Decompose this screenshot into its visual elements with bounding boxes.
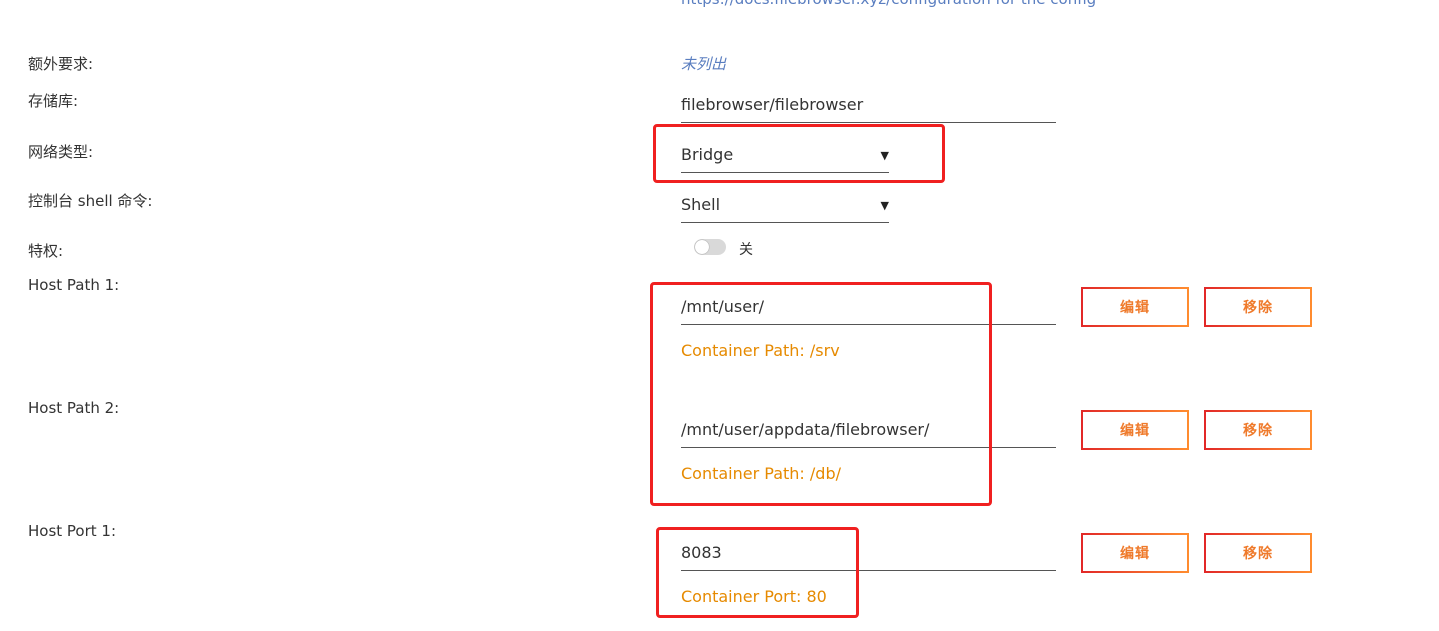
host-port-1-label: Host Port 1: <box>28 522 117 540</box>
documentation-link[interactable]: https://docs.filebrowser.xyz/configurati… <box>681 0 1096 8</box>
annotation-box-network <box>653 124 945 183</box>
edit-host-path-2-button[interactable]: 编辑 <box>1081 410 1189 450</box>
network-type-value: Bridge <box>681 145 734 164</box>
annotation-box-port <box>656 527 859 618</box>
host-path-2-input[interactable]: /mnt/user/appdata/filebrowser/ <box>681 420 930 439</box>
chevron-down-icon: ▼ <box>880 149 889 162</box>
chevron-down-icon: ▼ <box>880 199 889 212</box>
console-shell-select[interactable]: Shell ▼ <box>681 192 889 223</box>
host-path-2-label: Host Path 2: <box>28 399 120 417</box>
container-path-1: Container Path: /srv <box>681 341 840 360</box>
console-shell-value: Shell <box>681 195 721 214</box>
remove-host-path-2-button[interactable]: 移除 <box>1204 410 1312 450</box>
network-type-underline <box>681 172 889 173</box>
network-type-label: 网络类型: <box>28 143 94 161</box>
container-path-2: Container Path: /db/ <box>681 464 841 483</box>
repository-label: 存储库: <box>28 92 79 110</box>
host-path-1-input[interactable]: /mnt/user/ <box>681 297 765 316</box>
host-path-2-underline <box>681 447 1056 448</box>
network-type-select[interactable]: Bridge ▼ <box>681 142 889 173</box>
host-path-1-label: Host Path 1: <box>28 276 120 294</box>
container-port-1: Container Port: 80 <box>681 587 827 606</box>
toggle-knob <box>695 240 709 254</box>
privileged-state: 关 <box>739 242 753 258</box>
host-port-1-underline <box>681 570 1056 571</box>
extra-requirements-label: 额外要求: <box>28 55 94 73</box>
remove-host-path-1-button[interactable]: 移除 <box>1204 287 1312 327</box>
extra-requirements-value: 未列出 <box>681 55 727 73</box>
console-shell-underline <box>681 222 889 223</box>
host-port-1-input[interactable]: 8083 <box>681 543 722 562</box>
remove-host-port-1-button[interactable]: 移除 <box>1204 533 1312 573</box>
repository-input[interactable]: filebrowser/filebrowser <box>681 95 864 114</box>
edit-host-path-1-button[interactable]: 编辑 <box>1081 287 1189 327</box>
console-shell-label: 控制台 shell 命令: <box>28 192 153 210</box>
edit-host-port-1-button[interactable]: 编辑 <box>1081 533 1189 573</box>
repository-input-underline <box>681 122 1056 123</box>
annotation-box-paths <box>650 282 992 506</box>
privileged-label: 特权: <box>28 242 64 260</box>
host-path-1-underline <box>681 324 1056 325</box>
privileged-toggle[interactable] <box>694 239 726 255</box>
